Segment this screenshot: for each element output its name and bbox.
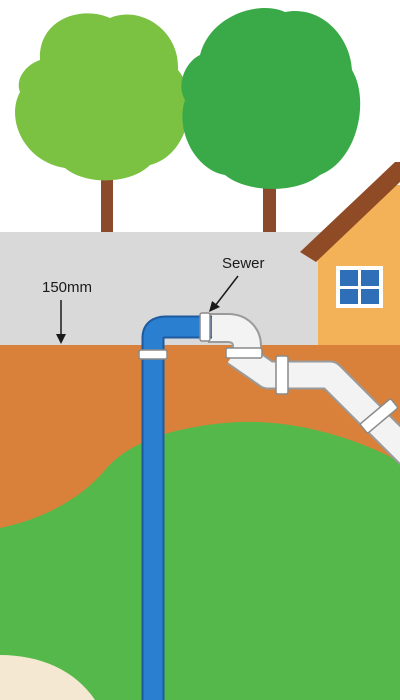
water-pipe-clip [138,349,168,360]
sewer-coupling [359,398,399,434]
house-roof [300,162,400,262]
sewer-pipe [208,313,400,466]
sewer-label: Sewer [222,255,265,272]
tree-left [15,13,190,235]
water-pipe [138,312,212,700]
house-window-pane [361,289,379,304]
depth-arrow-head [56,334,66,344]
house-window-pane [361,270,379,286]
depth-label: 150mm [42,279,92,296]
house-window-pane [340,289,358,304]
sand-patch [0,655,95,700]
grass-layer [0,421,400,700]
tree-right-canopy [181,7,361,189]
water-pipe-coupling [199,312,211,342]
tree-right [181,7,361,237]
depth-annotation: 150mm [42,279,92,344]
sewer-coupling [275,355,289,395]
house [300,162,400,345]
sewer-annotation: Sewer [209,255,265,312]
tree-left-canopy [15,13,190,181]
water-pipe-body [143,317,212,700]
sewer-arrow-head [209,301,220,312]
house-window-pane [340,270,358,286]
sewer-elbow [208,315,260,356]
sewer-coupling [225,347,263,359]
sewer-arrow-line [214,275,239,307]
